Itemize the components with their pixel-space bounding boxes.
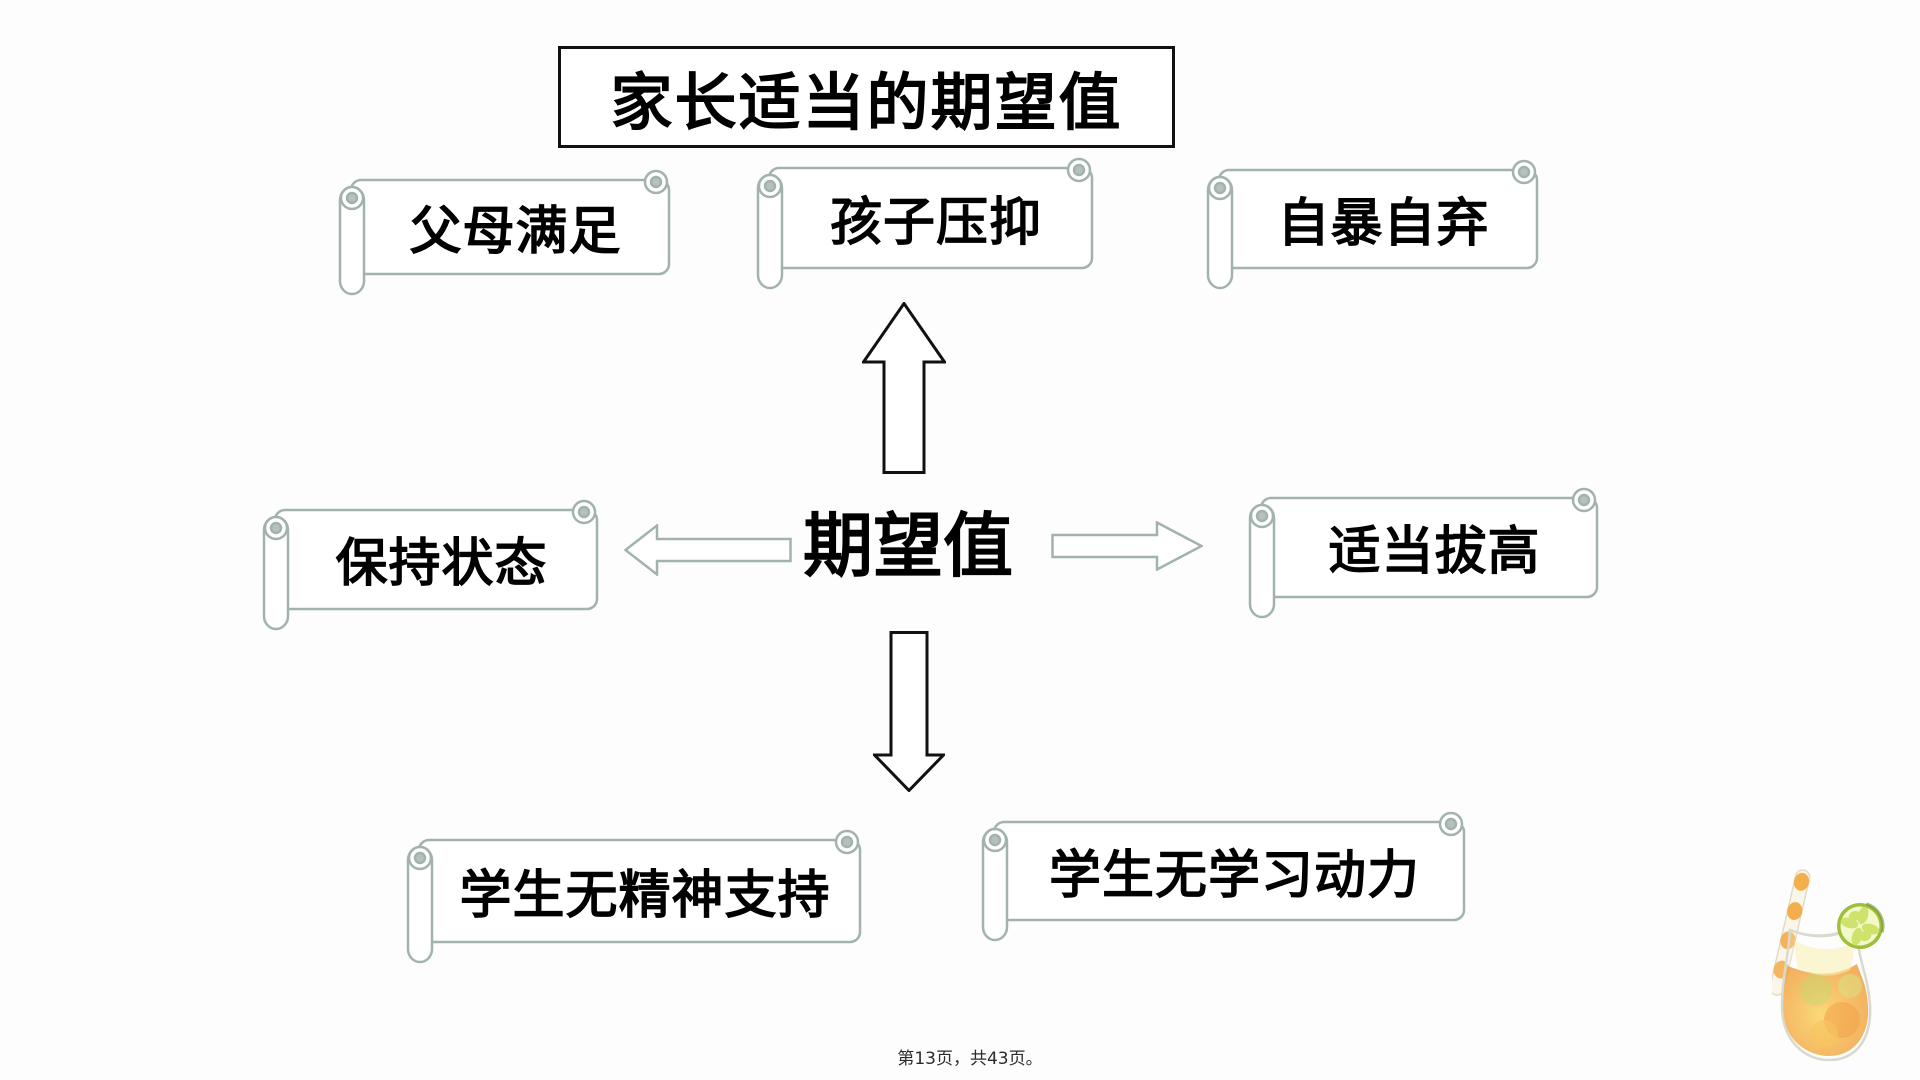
scroll-box-raise-appropriately: 适当拔高 (1247, 486, 1600, 619)
scroll-label: 适当拔高 (1328, 522, 1541, 582)
scroll-label: 孩子压抑 (829, 192, 1042, 253)
scroll-label: 父母满足 (409, 201, 622, 262)
right-arrow (1051, 521, 1203, 571)
title-box: 家长适当的期望值 (558, 46, 1175, 148)
scroll-box-child-repressed: 孩子压抑 (755, 156, 1095, 290)
page-number: 第13页，共43页。 (897, 1049, 1043, 1069)
scroll-label: 自暴自弃 (1277, 193, 1490, 254)
scroll-box-parents-satisfied: 父母满足 (337, 168, 672, 296)
scroll-box-no-spiritual-support: 学生无精神支持 (405, 828, 863, 964)
scroll-box-maintain-state: 保持状态 (261, 498, 600, 631)
drink-glass-image (1772, 869, 1885, 1062)
scroll-label: 学生无精神支持 (459, 865, 831, 926)
scroll-shape (756, 157, 1094, 290)
down-arrow (873, 631, 945, 792)
scroll-shape (1248, 487, 1599, 619)
scroll-shape (338, 169, 671, 296)
scroll-shape (981, 811, 1466, 942)
scroll-box-no-learning-motivation: 学生无学习动力 (980, 810, 1467, 942)
scroll-label: 学生无学习动力 (1048, 845, 1420, 906)
scroll-shape (262, 499, 599, 631)
scroll-shape (406, 829, 862, 964)
scroll-label: 保持状态 (335, 534, 548, 594)
up-arrow (862, 302, 946, 474)
center-label: 期望值 (803, 505, 1013, 587)
left-arrow (624, 524, 792, 576)
slide-title: 家长适当的期望值 (610, 66, 1123, 139)
scroll-shape (1206, 159, 1539, 290)
scroll-box-self-abandonment: 自暴自弃 (1205, 158, 1540, 290)
